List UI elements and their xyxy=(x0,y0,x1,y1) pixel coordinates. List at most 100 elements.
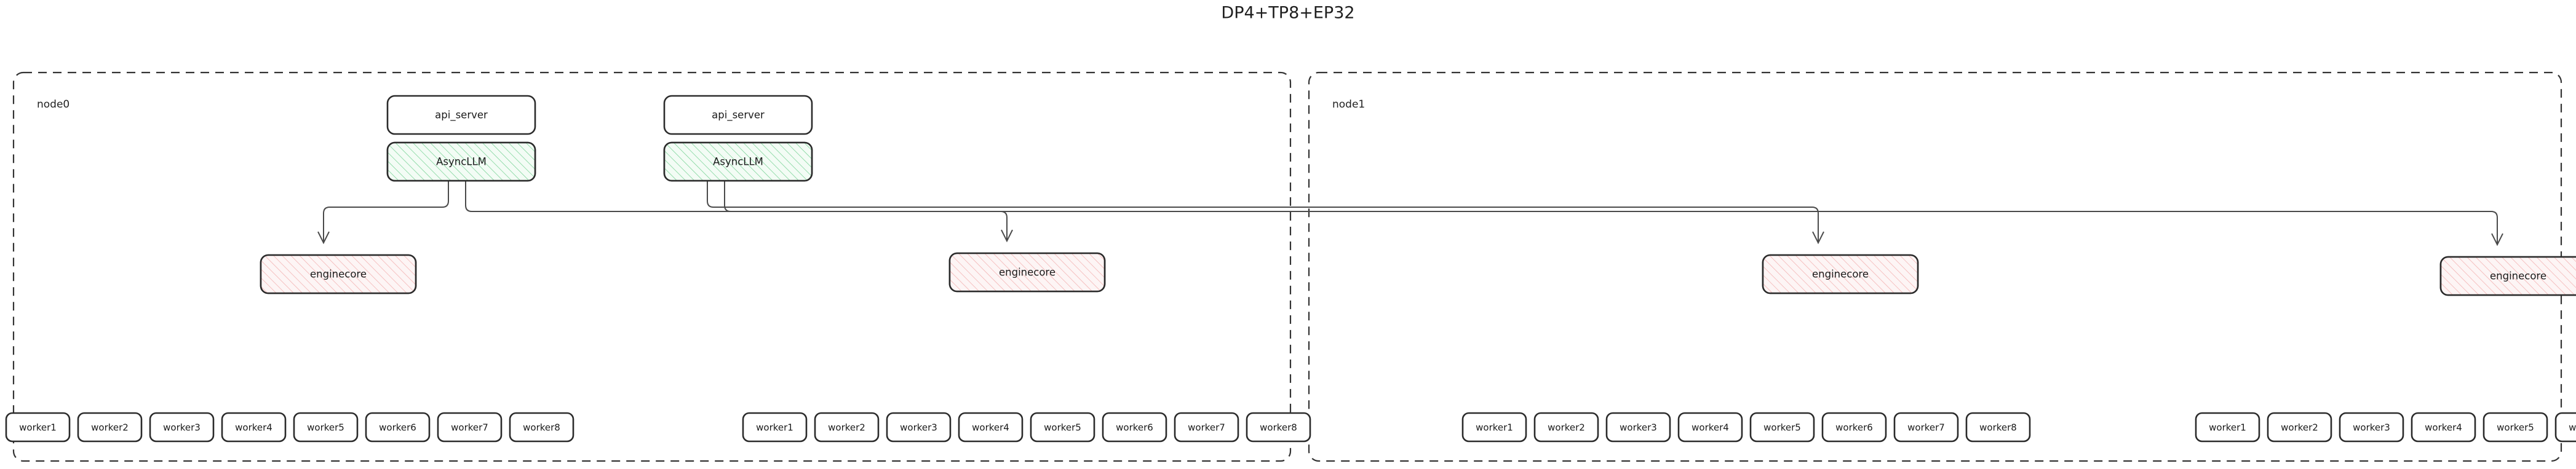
worker-box[interactable] xyxy=(1533,412,1599,443)
worker-box[interactable] xyxy=(1965,412,2031,443)
worker-box[interactable] xyxy=(1246,412,1311,443)
worker-box[interactable] xyxy=(77,412,143,443)
cluster-node1: node1 xyxy=(1308,71,2562,462)
node-hatch-enginecore_2 xyxy=(1762,254,1919,294)
worker-label: worker4 xyxy=(1691,422,1729,433)
page-title: DP4+TP8+EP32 xyxy=(1221,4,1354,23)
worker-node-workers_node1_b-worker2[interactable]: worker2 xyxy=(2267,412,2332,443)
worker-box[interactable] xyxy=(1749,412,1815,443)
worker-box[interactable] xyxy=(742,412,808,443)
worker-node-workers_node1_a-worker2[interactable]: worker2 xyxy=(1533,412,1599,443)
worker-node-workers_node0_b-worker6[interactable]: worker6 xyxy=(1102,412,1167,443)
worker-node-workers_node0_a-worker1[interactable]: worker1 xyxy=(5,412,71,443)
worker-box[interactable] xyxy=(2195,412,2260,443)
worker-box[interactable] xyxy=(293,412,359,443)
worker-box[interactable] xyxy=(886,412,952,443)
worker-box[interactable] xyxy=(2267,412,2332,443)
node-box-api_server_0[interactable] xyxy=(386,95,536,135)
worker-node-workers_node1_b-worker6[interactable]: worker6 xyxy=(2554,412,2576,443)
node-label-enginecore_0: enginecore xyxy=(310,269,367,280)
worker-box[interactable] xyxy=(5,412,71,443)
worker-label: worker3 xyxy=(900,422,937,433)
worker-node-workers_node1_a-worker7[interactable]: worker7 xyxy=(1893,412,1959,443)
worker-label: worker6 xyxy=(379,422,416,433)
worker-label: worker2 xyxy=(91,422,129,433)
worker-box[interactable] xyxy=(365,412,431,443)
worker-node-workers_node0_b-worker2[interactable]: worker2 xyxy=(814,412,880,443)
worker-node-workers_node0_b-worker7[interactable]: worker7 xyxy=(1174,412,1239,443)
worker-label: worker5 xyxy=(307,422,344,433)
worker-node-workers_node0_b-worker4[interactable]: worker4 xyxy=(958,412,1024,443)
worker-node-workers_node0_a-worker6[interactable]: worker6 xyxy=(365,412,431,443)
worker-node-workers_node0_b-worker1[interactable]: worker1 xyxy=(742,412,808,443)
worker-node-workers_node0_a-worker3[interactable]: worker3 xyxy=(149,412,215,443)
worker-label: worker4 xyxy=(235,422,272,433)
edge-a0-e1-arrowhead xyxy=(1001,229,1013,243)
worker-box[interactable] xyxy=(1174,412,1239,443)
worker-box[interactable] xyxy=(814,412,880,443)
worker-node-workers_node1_a-worker4[interactable]: worker4 xyxy=(1677,412,1743,443)
worker-label: worker3 xyxy=(2353,422,2390,433)
worker-node-workers_node1_a-worker8[interactable]: worker8 xyxy=(1965,412,2031,443)
worker-node-workers_node1_b-worker3[interactable]: worker3 xyxy=(2339,412,2404,443)
worker-node-workers_node0_a-worker4[interactable]: worker4 xyxy=(221,412,287,443)
worker-label: worker3 xyxy=(1620,422,1657,433)
edge-layer xyxy=(317,181,2503,246)
node-async_llm_1[interactable]: AsyncLLM xyxy=(663,141,813,182)
worker-label: worker7 xyxy=(1188,422,1225,433)
worker-node-workers_node1_a-worker3[interactable]: worker3 xyxy=(1605,412,1671,443)
worker-node-workers_node0_a-worker8[interactable]: worker8 xyxy=(509,412,574,443)
worker-label: worker2 xyxy=(1548,422,1585,433)
worker-box[interactable] xyxy=(2483,412,2548,443)
worker-node-workers_node0_a-worker2[interactable]: worker2 xyxy=(77,412,143,443)
node-hatch-enginecore_1 xyxy=(948,252,1106,293)
worker-node-workers_node1_b-worker5[interactable]: worker5 xyxy=(2483,412,2548,443)
worker-box[interactable] xyxy=(221,412,287,443)
worker-node-workers_node1_a-worker5[interactable]: worker5 xyxy=(1749,412,1815,443)
worker-box[interactable] xyxy=(1605,412,1671,443)
worker-box[interactable] xyxy=(1102,412,1167,443)
node-enginecore_2[interactable]: enginecore xyxy=(1762,254,1919,294)
edge-a1-e2 xyxy=(707,181,1819,243)
worker-box[interactable] xyxy=(2411,412,2476,443)
node-api_server_0[interactable]: api_server xyxy=(386,95,536,135)
node-api_server_1[interactable]: api_server xyxy=(663,95,813,135)
worker-node-workers_node0_b-worker3[interactable]: worker3 xyxy=(886,412,952,443)
worker-box[interactable] xyxy=(1893,412,1959,443)
worker-node-workers_node1_b-worker4[interactable]: worker4 xyxy=(2411,412,2476,443)
worker-node-workers_node0_b-worker8[interactable]: worker8 xyxy=(1246,412,1311,443)
worker-box[interactable] xyxy=(958,412,1024,443)
worker-node-workers_node1_b-worker1[interactable]: worker1 xyxy=(2195,412,2260,443)
worker-label: worker7 xyxy=(451,422,488,433)
edge-a0-e0 xyxy=(323,181,449,243)
worker-box[interactable] xyxy=(1677,412,1743,443)
node-async_llm_0[interactable]: AsyncLLM xyxy=(386,141,536,182)
worker-node-workers_node0_a-worker7[interactable]: worker7 xyxy=(437,412,503,443)
worker-box[interactable] xyxy=(1030,412,1095,443)
worker-label: worker8 xyxy=(523,422,560,433)
worker-node-workers_node0_a-worker5[interactable]: worker5 xyxy=(293,412,359,443)
node-label-api_server_1: api_server xyxy=(712,109,765,122)
worker-box[interactable] xyxy=(509,412,574,443)
worker-node-workers_node0_b-worker5[interactable]: worker5 xyxy=(1030,412,1095,443)
node-enginecore_1[interactable]: enginecore xyxy=(948,252,1106,293)
worker-box[interactable] xyxy=(1461,412,1527,443)
worker-box[interactable] xyxy=(1821,412,1887,443)
edge-a0-e0-arrowhead xyxy=(317,231,330,245)
worker-label: worker1 xyxy=(19,422,57,433)
worker-label: worker4 xyxy=(2425,422,2462,433)
node-enginecore_3[interactable]: enginecore xyxy=(2439,256,2576,296)
worker-node-workers_node1_a-worker1[interactable]: worker1 xyxy=(1461,412,1527,443)
worker-box[interactable] xyxy=(2339,412,2404,443)
cluster-label-node0: node0 xyxy=(37,98,70,111)
worker-node-workers_node1_a-worker6[interactable]: worker6 xyxy=(1821,412,1887,443)
node-enginecore_0[interactable]: enginecore xyxy=(260,254,417,294)
worker-box[interactable] xyxy=(437,412,503,443)
worker-box[interactable] xyxy=(2554,412,2576,443)
node-box-api_server_1[interactable] xyxy=(663,95,813,135)
worker-box[interactable] xyxy=(149,412,215,443)
